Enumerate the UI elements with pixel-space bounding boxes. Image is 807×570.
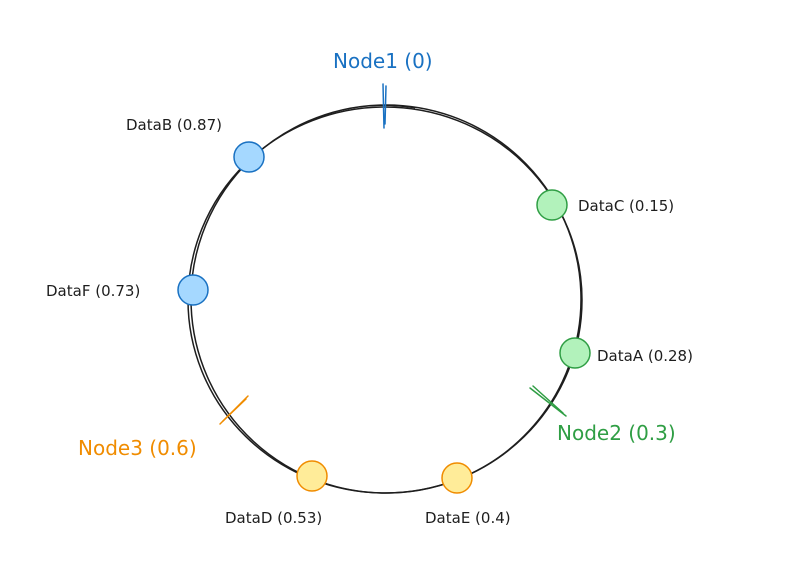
data-b-label: DataB (0.87)	[126, 116, 222, 134]
data-f-label: DataF (0.73)	[46, 282, 140, 300]
data-b-circle	[233, 141, 265, 173]
data-e-circle	[441, 462, 473, 494]
node3-label: Node3 (0.6)	[78, 436, 197, 460]
data-d-circle	[296, 460, 328, 492]
hash-ring-sketch-overlap	[317, 105, 416, 119]
node2-marker	[529, 385, 567, 417]
data-c-label: DataC (0.15)	[578, 197, 674, 215]
node1-label: Node1 (0)	[333, 49, 433, 73]
data-f-circle	[177, 274, 209, 306]
data-c-circle	[536, 189, 568, 221]
node3-marker	[219, 395, 249, 425]
node1-marker	[382, 83, 387, 129]
data-e-label: DataE (0.4)	[425, 509, 511, 527]
data-a-label: DataA (0.28)	[597, 347, 693, 365]
data-a-circle	[559, 337, 591, 369]
data-d-label: DataD (0.53)	[225, 509, 322, 527]
node2-label: Node2 (0.3)	[557, 421, 676, 445]
